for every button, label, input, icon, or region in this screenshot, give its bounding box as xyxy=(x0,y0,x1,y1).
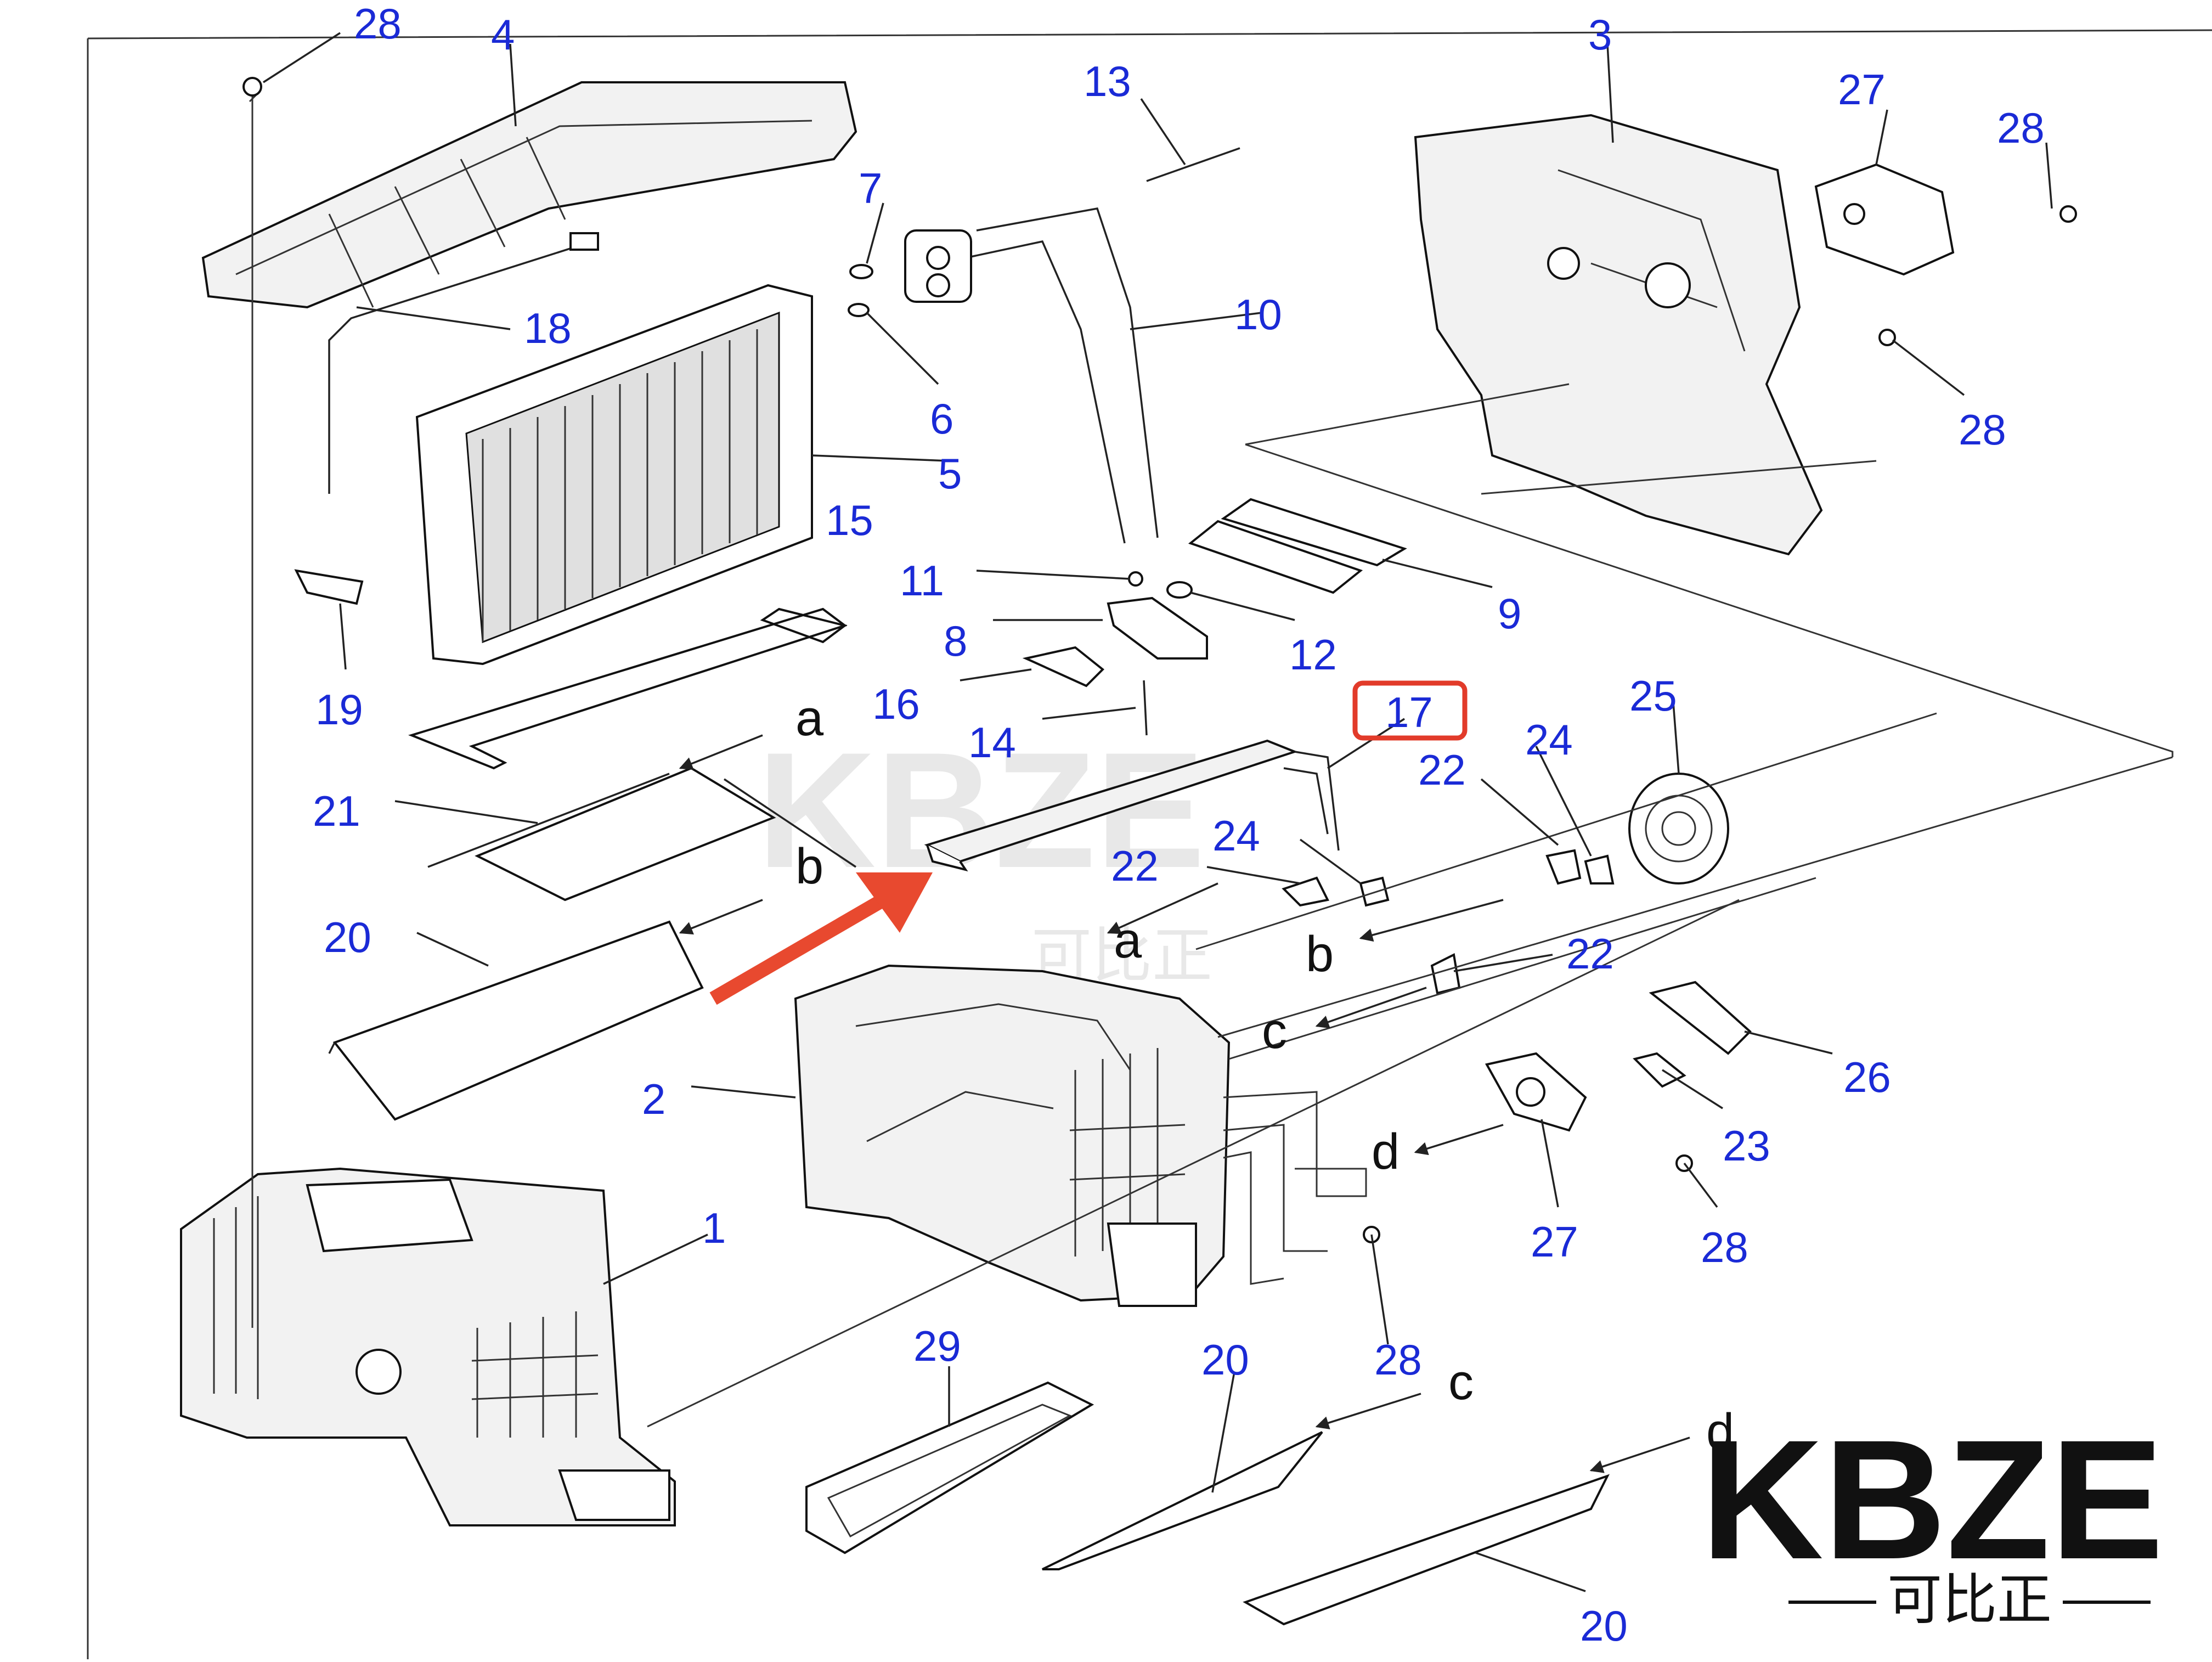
label-2: 2 xyxy=(642,1075,665,1123)
part-10-pipes xyxy=(904,207,1159,544)
frame-border xyxy=(87,29,2212,1659)
letter-d-2: d xyxy=(1706,1404,1734,1460)
assembly-lines xyxy=(647,383,2174,1428)
part-3-housing xyxy=(1414,114,1823,556)
part-1-housing xyxy=(180,1167,676,1526)
reference-letters: a b a b c d c d xyxy=(795,690,1734,1460)
letter-a-1: a xyxy=(795,690,824,746)
label-9: 9 xyxy=(1498,589,1521,638)
label-21: 21 xyxy=(313,787,360,835)
part-28-screw-right xyxy=(1878,329,1896,346)
part-9-pads xyxy=(1188,498,1407,594)
reference-arrows xyxy=(679,734,1690,1473)
letter-c-1: c xyxy=(1262,1003,1287,1059)
label-14: 14 xyxy=(968,718,1016,767)
part-28-screw-topleft xyxy=(242,77,262,97)
label-13: 13 xyxy=(1084,57,1131,105)
part-8-valve xyxy=(1107,596,1208,660)
part-13-bolt xyxy=(1146,147,1240,182)
part-7-oring xyxy=(849,264,873,279)
part-19-clip xyxy=(294,569,364,605)
label-3: 3 xyxy=(1588,10,1612,59)
label-15: 15 xyxy=(826,496,873,544)
highlight-box xyxy=(1352,680,1468,741)
watermark: KBZE 可比正 xyxy=(757,718,1212,990)
label-5: 5 xyxy=(938,449,962,498)
label-6: 6 xyxy=(930,395,953,443)
label-22-b: 22 xyxy=(1111,842,1159,890)
letter-c-2: c xyxy=(1448,1354,1474,1410)
part-16-clamp xyxy=(1022,646,1104,688)
label-28-a: 28 xyxy=(354,0,402,48)
label-16: 16 xyxy=(872,680,920,728)
part-2-housing xyxy=(794,964,1231,1307)
label-24-a: 24 xyxy=(1525,715,1573,764)
brand-logo: KBZE 可比正 xyxy=(1701,1404,2164,1631)
part-11-oring xyxy=(1128,571,1143,587)
letter-a-2: a xyxy=(1114,912,1142,968)
letter-b-2: b xyxy=(1306,926,1334,982)
label-28-b: 28 xyxy=(1997,104,2045,152)
label-28-c: 28 xyxy=(1959,405,2006,454)
part-12-oring xyxy=(1166,581,1193,599)
label-11: 11 xyxy=(900,556,944,605)
label-22-a: 22 xyxy=(1418,746,1466,794)
part-4-duct xyxy=(201,81,857,309)
part-22-clip-left xyxy=(1282,876,1329,907)
label-25: 25 xyxy=(1629,672,1677,720)
svg-text:KBZE: KBZE xyxy=(1701,1404,2164,1595)
svg-text:可比正: 可比正 xyxy=(1887,1569,2052,1631)
label-1: 1 xyxy=(702,1204,726,1252)
label-20-c: 20 xyxy=(1580,1602,1628,1650)
leader-lines xyxy=(263,32,2053,1592)
part-20-lower-flaps xyxy=(1042,1431,1610,1626)
label-22-c: 22 xyxy=(1566,929,1614,978)
label-24-b: 24 xyxy=(1212,812,1260,860)
label-28-d: 28 xyxy=(1701,1223,1748,1271)
label-18: 18 xyxy=(524,304,572,352)
label-20-a: 20 xyxy=(324,913,371,961)
label-27-b: 27 xyxy=(1531,1218,1578,1266)
label-27-a: 27 xyxy=(1838,65,1886,114)
label-8: 8 xyxy=(944,617,967,665)
part-20-left-flap xyxy=(328,920,704,1121)
svg-text:KBZE: KBZE xyxy=(757,718,1205,902)
label-20-b: 20 xyxy=(1201,1336,1249,1384)
part-29-gasket xyxy=(805,1381,1094,1554)
part-18-harness xyxy=(328,240,593,494)
label-17: 17 xyxy=(1385,688,1433,736)
label-29: 29 xyxy=(913,1322,961,1370)
label-23: 23 xyxy=(1723,1122,1770,1170)
label-26: 26 xyxy=(1843,1053,1891,1101)
label-12: 12 xyxy=(1289,630,1337,679)
letter-d-1: d xyxy=(1372,1124,1400,1180)
part-22-clip-right xyxy=(1545,849,1582,885)
part-21-filter xyxy=(427,767,776,902)
label-4: 4 xyxy=(491,10,515,59)
part-27-lower-actuator xyxy=(1485,1052,1587,1132)
part-14-bolt xyxy=(1143,680,1148,736)
part-28-screw-top xyxy=(2059,205,2077,223)
highlight-arrow xyxy=(709,872,933,1005)
label-10: 10 xyxy=(1234,290,1282,339)
label-28-e: 28 xyxy=(1374,1336,1422,1384)
part-26-sector xyxy=(1649,981,1752,1055)
part-27-upper-actuator xyxy=(1814,163,1955,276)
label-19: 19 xyxy=(315,685,363,734)
part-25-fan-guard xyxy=(1628,773,1729,884)
part-17-heater-core xyxy=(924,739,1340,872)
part-6-oring xyxy=(848,303,870,317)
part-23-connector xyxy=(1633,1052,1686,1088)
part-24-clip-right xyxy=(1584,854,1615,884)
part-15-seal xyxy=(408,607,848,770)
letter-b-1: b xyxy=(795,838,823,894)
part-5-evaporator xyxy=(415,284,813,666)
label-7: 7 xyxy=(859,164,882,212)
callout-numbers: 28 4 3 27 28 28 13 7 6 10 5 18 9 11 12 8… xyxy=(313,0,2045,1650)
part-18-connector xyxy=(569,232,599,251)
